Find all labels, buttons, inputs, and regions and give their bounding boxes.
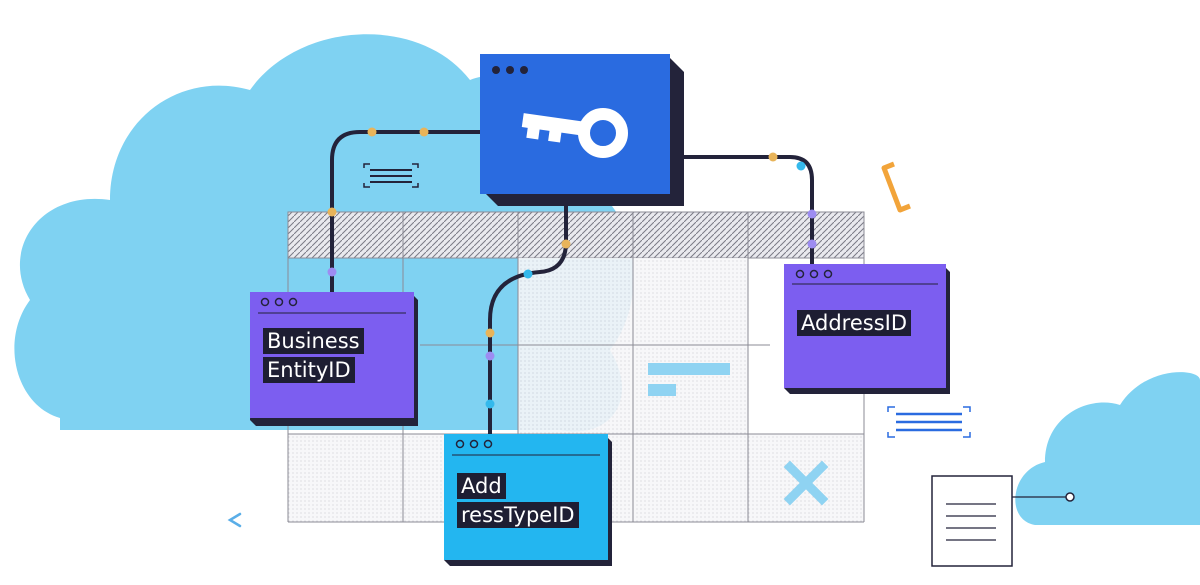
connector-key-to-address [681,155,814,267]
connector-dots [327,127,817,409]
address-type-label-line-1: Add [457,473,506,499]
text-placeholder-icon [887,406,971,438]
business-entity-label-line-1: Business [263,328,364,354]
text-placeholder-icon [363,163,419,188]
x-mark-icon [783,460,829,506]
connector-lines [330,130,814,438]
address-label-line-1: AddressID [797,310,911,336]
window-dots-icon [492,66,528,74]
window-dots-icon [260,297,298,307]
window-dots-icon [795,269,833,279]
key-icon [521,108,628,158]
address-type-label-line-2: ressTypeID [457,502,579,528]
cell-value-bar [648,384,676,396]
bracket-icon [881,161,911,213]
business-entity-label-line-2: EntityID [263,357,355,383]
key-window [480,54,684,206]
chevron-left-icon [227,512,242,528]
connector-key-to-address-type [488,194,568,438]
table-header-row [287,211,865,259]
address-type-label: Add ressTypeID [457,473,579,531]
background-cloud-right [1015,372,1200,525]
connector-key-to-business-entity [330,130,486,296]
address-label: AddressID [797,310,911,339]
document-icon [931,475,1075,567]
cell-value-bar [648,363,730,375]
window-dots-icon [455,439,493,449]
business-entity-label: Business EntityID [263,328,364,386]
